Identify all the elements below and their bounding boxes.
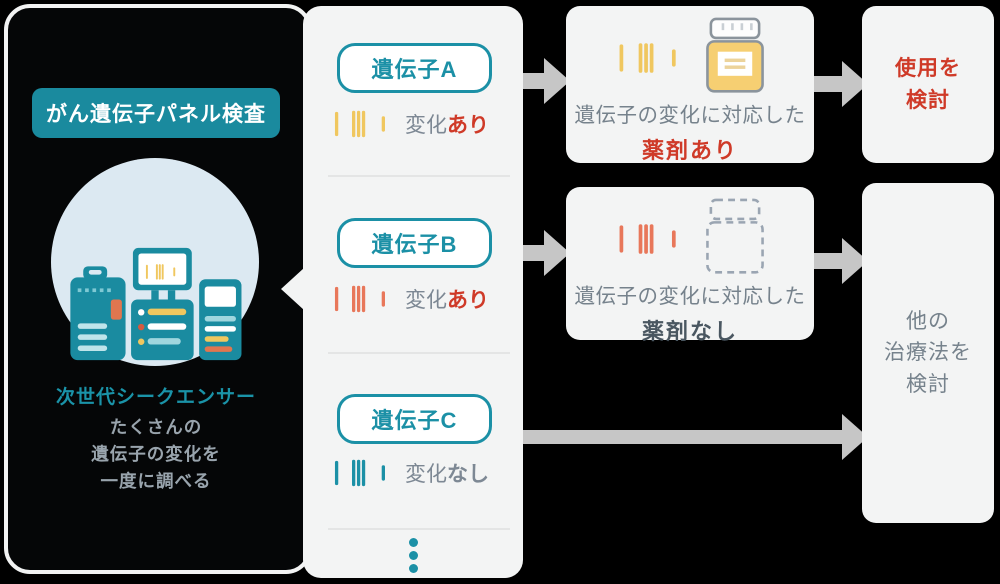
missing-bottle-dashed-icon xyxy=(706,198,764,274)
sequencer-illustration-icon xyxy=(70,247,242,361)
description-line: 遺伝子の変化を xyxy=(91,444,221,465)
medicine-bottle-icon xyxy=(706,17,764,93)
status-prefix: 変化 xyxy=(405,114,447,137)
gene-b-status-row: 変化あり xyxy=(330,275,515,323)
description-line: たくさんの xyxy=(109,417,203,437)
decision-box-other-treatment: 他の 治療法を 検討 xyxy=(862,183,994,523)
gene-b-label: 遺伝子B xyxy=(371,232,458,257)
gene-list-panel xyxy=(303,6,523,578)
gene-c-pill: 遺伝子C xyxy=(337,394,492,444)
gene-a-status-row: 変化あり xyxy=(330,100,515,148)
dna-icon xyxy=(617,41,685,75)
decision-line: 治療法を xyxy=(884,341,972,365)
result-text-line1: 遺伝子の変化に対応した xyxy=(574,285,806,308)
dna-icon xyxy=(333,284,393,314)
status-prefix: 変化 xyxy=(405,463,447,486)
arrow-drug-no-to-other xyxy=(810,238,868,284)
status-value: あり xyxy=(447,114,489,137)
result-box-drug-available: 遺伝子の変化に対応した 薬剤あり xyxy=(566,6,814,163)
gene-c-label: 遺伝子C xyxy=(371,408,458,433)
result-icons xyxy=(614,16,766,96)
gene-a-status: 変化あり xyxy=(405,109,489,139)
arrow-gene-c-to-other xyxy=(506,414,868,460)
gene-b-pill: 遺伝子B xyxy=(337,218,492,268)
gene-b-status: 変化あり xyxy=(405,284,489,314)
decision-line: 使用を xyxy=(895,57,961,80)
status-value: あり xyxy=(447,289,489,312)
gene-c-status: 変化なし xyxy=(405,458,489,488)
divider xyxy=(328,175,510,177)
result-icons xyxy=(614,197,766,277)
decision-box-consider-use: 使用を 検討 xyxy=(862,6,994,163)
decision-line: 検討 xyxy=(906,88,950,112)
test-name-badge: がん遺伝子パネル検査 xyxy=(32,88,280,138)
gene-c-status-row: 変化なし xyxy=(330,449,515,497)
decision-line: 他の xyxy=(906,309,950,333)
sequencer-description: たくさんの 遺伝子の変化を 一度に調べる xyxy=(8,414,304,495)
divider xyxy=(328,528,510,530)
status-value: なし xyxy=(447,463,489,486)
result-text-line2: 薬剤あり xyxy=(641,138,738,163)
dna-icon xyxy=(333,458,393,488)
dna-icon xyxy=(333,109,393,139)
decision-line: 検討 xyxy=(906,372,950,396)
gene-a-pill: 遺伝子A xyxy=(337,43,492,93)
panel-pointer-tail xyxy=(281,268,304,310)
status-prefix: 変化 xyxy=(405,289,447,312)
sequencer-title: 次世代シークエンサー xyxy=(55,387,256,408)
divider xyxy=(328,352,510,354)
result-text-line1: 遺伝子の変化に対応した xyxy=(574,104,806,127)
test-name-label: がん遺伝子パネル検査 xyxy=(46,103,266,126)
result-text-line2: 薬剤なし xyxy=(641,319,738,344)
description-line: 一度に調べる xyxy=(100,471,212,492)
gene-a-label: 遺伝子A xyxy=(371,57,458,82)
arrow-drug-yes-to-use xyxy=(810,61,868,107)
more-genes-indicator xyxy=(409,538,418,573)
arrow-gene-a-to-drug-yes xyxy=(506,58,570,104)
dna-icon xyxy=(617,222,685,256)
arrow-gene-b-to-drug-no xyxy=(506,230,570,276)
result-box-drug-unavailable: 遺伝子の変化に対応した 薬剤なし xyxy=(566,187,814,344)
